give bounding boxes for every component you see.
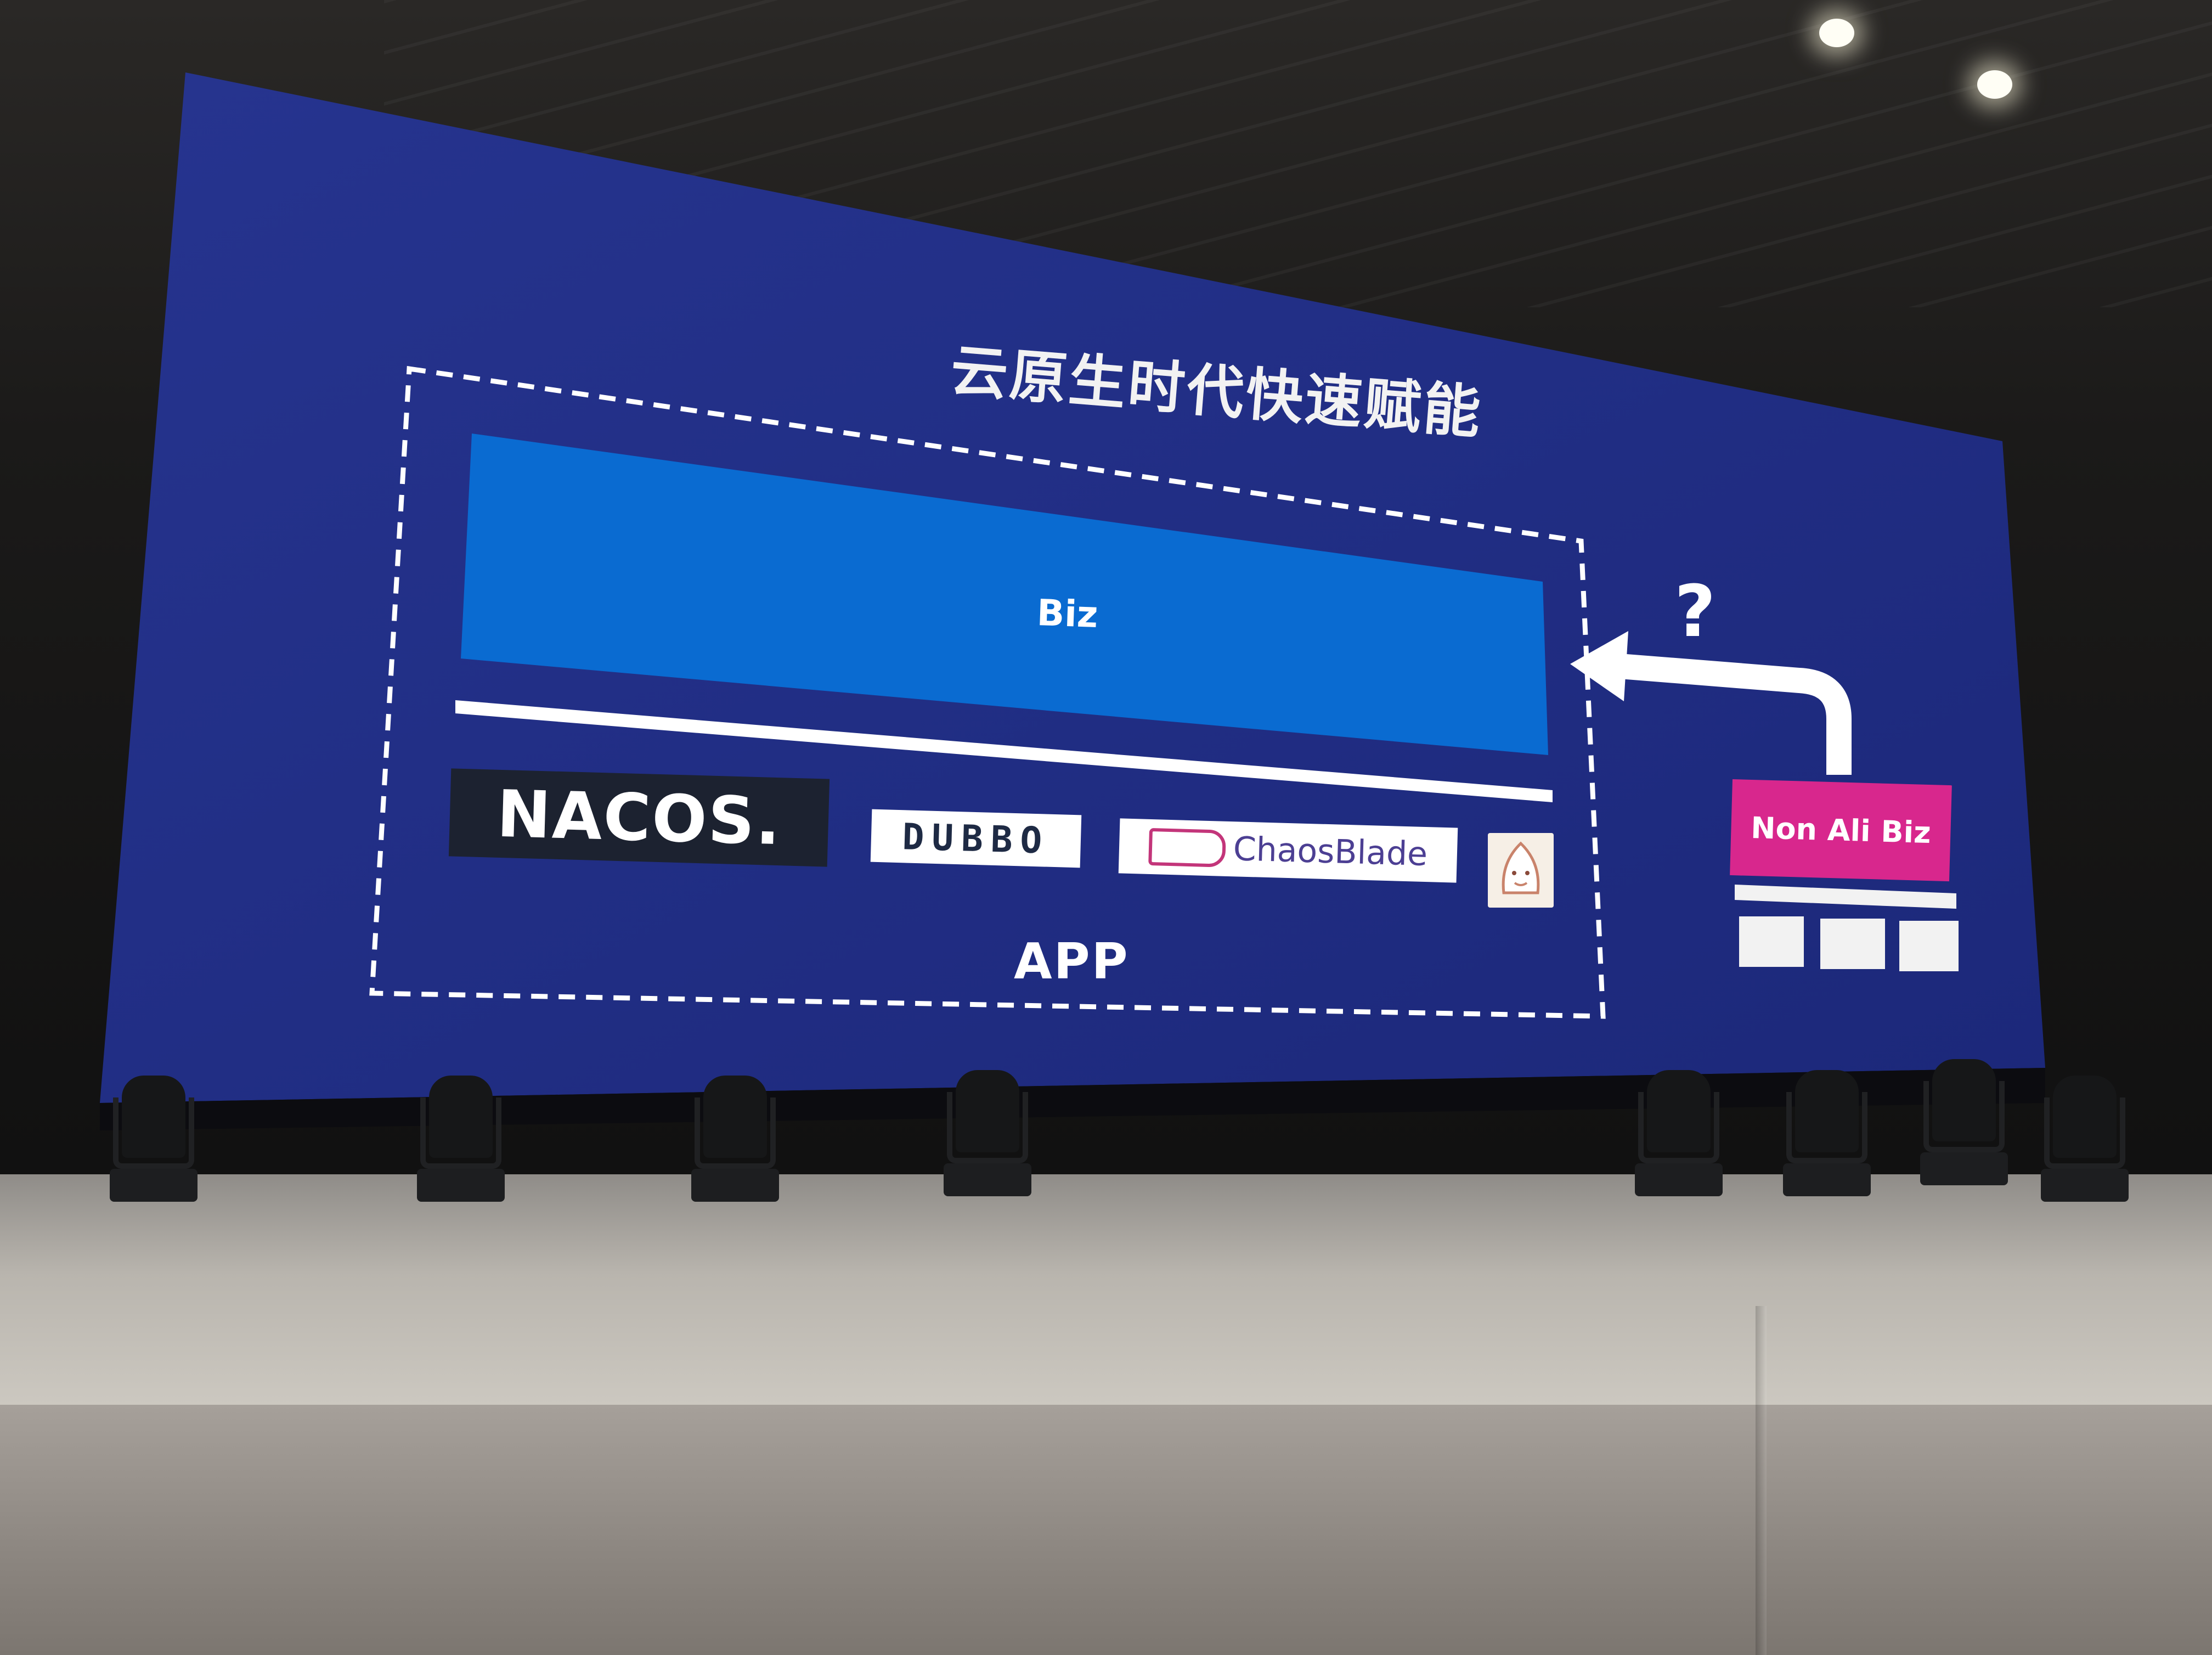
app-dashed-frame — [369, 365, 1606, 1019]
stage-light — [2041, 1076, 2129, 1213]
stage-light — [110, 1076, 198, 1213]
stage-skirt — [0, 1405, 2212, 1655]
non-ali-biz-label: Non Ali Biz — [1750, 810, 1932, 851]
nacos-logo: NACOS. — [448, 768, 830, 867]
non-ali-block — [1739, 916, 1804, 967]
chaosblade-logo: ChaosBlade — [1118, 818, 1458, 883]
stage-light — [691, 1076, 779, 1213]
nacos-logo-text: NACOS. — [495, 775, 783, 860]
non-ali-block — [1899, 921, 1959, 971]
ceiling-spotlight — [1977, 70, 2012, 99]
chaosblade-logo-text: ChaosBlade — [1232, 830, 1429, 874]
stage-light — [1920, 1059, 2008, 1196]
skirt-fold — [1756, 1306, 1767, 1655]
mascot-icon — [1502, 841, 1540, 894]
question-mark: ? — [1674, 570, 1716, 653]
separator-line — [455, 700, 1553, 802]
stage-platform — [0, 1174, 2212, 1427]
biz-label: Biz — [1036, 592, 1099, 636]
biz-bar — [461, 434, 1548, 755]
non-ali-biz-box: Non Ali Biz — [1730, 779, 1952, 882]
arrow-path — [1618, 654, 1852, 775]
app-label: APP — [1014, 933, 1130, 990]
screen-bottom-frame — [100, 1068, 2045, 1130]
stage-light — [417, 1076, 505, 1213]
dubbo-logo-text: DUBBO — [901, 815, 1051, 862]
ceiling-spotlight — [1819, 19, 1854, 47]
stage-light — [1635, 1070, 1723, 1207]
chaosblade-mark-icon — [1148, 828, 1226, 868]
non-ali-block — [1820, 919, 1885, 969]
stage-light — [1783, 1070, 1871, 1207]
mascot-logo — [1488, 833, 1554, 908]
dubbo-logo: DUBBO — [870, 809, 1082, 868]
arrow-head — [1570, 631, 1628, 701]
non-ali-base-line — [1735, 885, 1956, 909]
stage-light — [944, 1070, 1031, 1207]
